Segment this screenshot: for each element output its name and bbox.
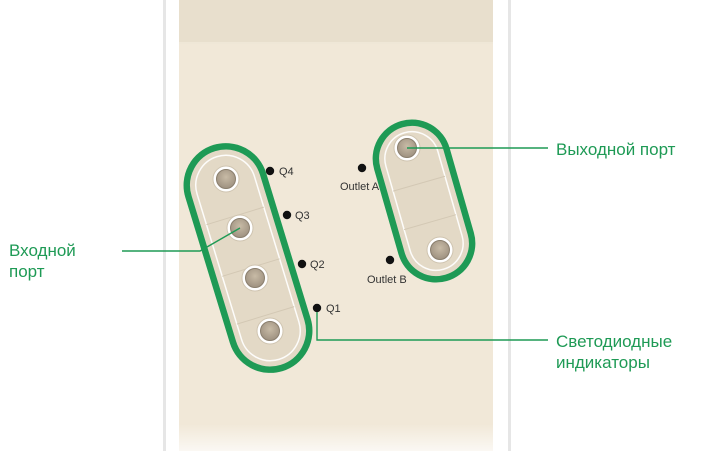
inlet-port-4 [212,165,240,193]
inlet-port-callout: Входной порт [9,240,76,282]
led-indicators-callout: Светодиодные индикаторы [556,331,672,373]
label-outlet-b: Outlet B [367,274,407,286]
panel-rails [163,0,511,451]
led-indicators [265,163,395,313]
port-labels: Q4 Q3 Q2 Q1 Outlet A Outlet B [279,166,407,315]
inlet-callout-line-2: порт [9,262,45,281]
led-outlet-a [357,163,367,173]
label-q4: Q4 [279,166,294,178]
label-q3: Q3 [295,210,310,222]
led-q2 [297,259,307,269]
led-q1 [312,303,322,313]
inlet-port-2 [241,264,269,292]
led-outlet-b [385,255,395,265]
label-q1: Q1 [326,303,341,315]
inlet-callout-line-1: Входной [9,241,76,260]
led-leader [316,312,548,341]
callout-lines [122,147,548,341]
led-q3 [282,210,292,220]
led-callout-line-1: Светодиодные [556,332,673,351]
inlet-port-1 [256,317,284,345]
inlet-leader [122,227,241,252]
label-q2: Q2 [310,259,325,271]
label-outlet-a: Outlet A [340,181,380,193]
led-callout-line-2: индикаторы [556,353,650,372]
inlet-manifold [183,143,313,373]
outlet-port-callout: Выходной порт [556,139,675,160]
led-q4 [265,166,275,176]
outlet-callout-text: Выходной порт [556,140,676,159]
outlet-port-b [426,236,454,264]
